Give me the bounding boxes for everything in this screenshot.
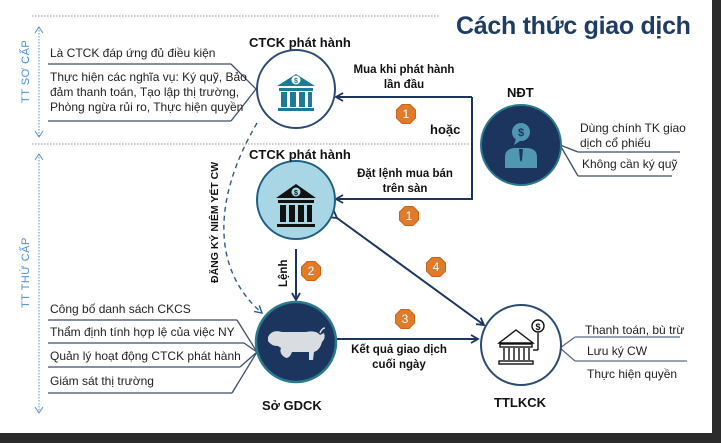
depository-note-item: Lưu ký CW	[587, 344, 648, 358]
svg-text:$: $	[518, 127, 524, 139]
bank-dollar-icon: $	[276, 184, 316, 227]
svg-text:$: $	[535, 322, 540, 332]
flow-buy-initial-label: Mua khi phát hành lần đầu	[351, 63, 457, 93]
frame-border-bottom	[0, 433, 721, 443]
page-title: Cách thức giao dịch	[456, 12, 691, 40]
zone-label-primary: TT SƠ CẤP	[20, 39, 32, 103]
issuer-note-line: Thực hiện các nghĩa vụ: Ký quỹ, Bảo	[50, 70, 247, 84]
step-badge-3: 3	[395, 309, 415, 329]
node-issuer-top: $	[256, 49, 336, 129]
exchange-note-item: Thẩm định tính hợp lệ của việc NY	[50, 325, 235, 339]
investor-note-line: Dùng chính TK giao	[580, 121, 686, 135]
frame-border-right	[712, 0, 721, 443]
depository-note-item: Thanh toán, bù trừ	[585, 323, 685, 337]
svg-text:$: $	[294, 78, 298, 85]
step-badge-1a: 1	[396, 104, 416, 124]
flow-order-label: Lệnh	[278, 259, 290, 287]
bull-icon	[268, 327, 326, 360]
secondary-zone-arrow	[34, 153, 44, 414]
flow-end-of-day-line2: cuối ngày	[372, 359, 426, 371]
node-exchange	[254, 300, 338, 384]
issuer-note-line: đảm thanh toán, Tạo lập thị trường,	[50, 85, 240, 99]
depository-label: TTLKCK	[494, 395, 546, 410]
investor-label: NĐT	[507, 85, 534, 100]
investor-notes-callout	[559, 144, 680, 177]
node-depository: $	[480, 304, 562, 386]
issuer-top-label: CTCK phát hành	[249, 35, 351, 50]
flow-buy-initial-line1: Mua khi phát hành	[353, 64, 455, 76]
depository-notes-callout	[559, 336, 687, 362]
issuer-note-body: Thực hiện các nghĩa vụ: Ký quỹ, Bảo đảm …	[50, 70, 247, 115]
flow-or-label: hoặc	[430, 122, 461, 137]
flow-settlement-line	[328, 210, 486, 327]
exchange-note-item: Giám sát thị trường	[50, 374, 154, 388]
flow-order-exchange-label: Đặt lệnh mua bán trên sàn	[353, 167, 457, 197]
investor-note-1: Dùng chính TK giao dịch cổ phiếu	[580, 121, 686, 151]
step-badge-2: 2	[301, 261, 321, 281]
exchange-label: Sở GDCK	[262, 398, 322, 413]
flow-end-of-day-label: Kết quả giao dịch cuối ngày	[349, 343, 449, 373]
investor-note-2: Không cần ký quỹ	[582, 157, 678, 171]
exchange-notes-callout	[48, 319, 258, 394]
issuer-mid-label: CTCK phát hành	[249, 147, 351, 162]
flow-end-of-day-line1: Kết quả giao dịch	[351, 344, 447, 356]
issuer-notes-callout	[48, 63, 257, 122]
issuer-note-header: Là CTCK đáp ứng đủ điều kiện	[50, 46, 216, 60]
flow-buy-initial-line2: lần đầu	[383, 79, 425, 91]
depository-note-item: Thực hiện quyền	[587, 367, 678, 381]
node-investor: $	[480, 104, 562, 186]
svg-text:$: $	[294, 190, 298, 197]
exchange-note-item: Quản lý hoạt động CTCK phát hành	[50, 349, 241, 363]
investor-note-line: dịch cổ phiếu	[580, 136, 651, 150]
flow-investor-bracket	[334, 97, 473, 204]
investor-dollar-icon: $	[505, 123, 537, 168]
listing-registration-label: ĐĂNG KÝ NIÊM YẾT CW	[209, 161, 221, 283]
step-badge-1b: 1	[399, 206, 419, 226]
flow-listing-dashed	[223, 122, 264, 314]
flow-order-exchange-line2: trên sàn	[382, 183, 428, 195]
primary-zone-arrow	[34, 26, 44, 138]
issuer-note-line: Phòng ngừa rủi ro, Thực hiện quyền	[50, 100, 244, 114]
node-issuer-mid: $	[256, 160, 336, 240]
flow-order-exchange-line1: Đặt lệnh mua bán	[357, 168, 453, 180]
zone-label-secondary: TT THỨ CẤP	[20, 237, 32, 308]
step-badge-4: 4	[426, 257, 446, 277]
bank-dollar-icon: $	[277, 74, 315, 111]
bank-dollar-outline-icon	[496, 319, 545, 365]
exchange-note-item: Công bố danh sách CKCS	[50, 302, 191, 316]
